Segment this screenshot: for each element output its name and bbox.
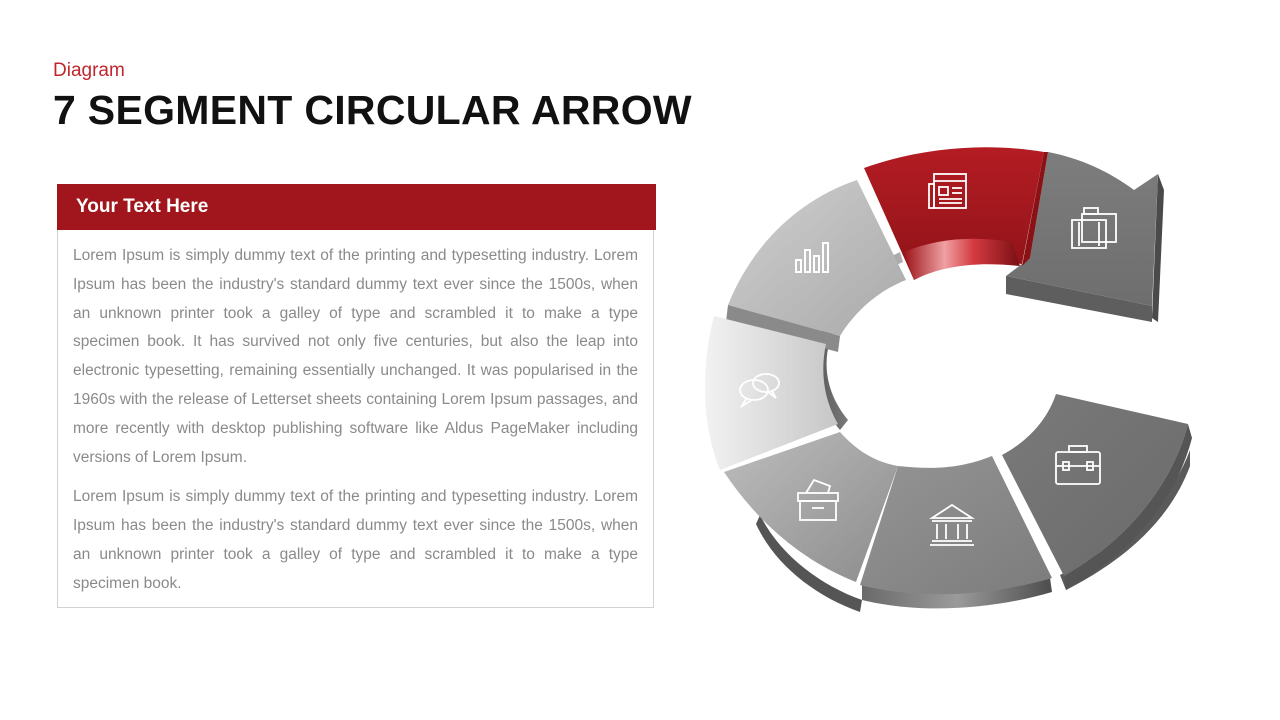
- segment-briefcase: [1002, 394, 1192, 590]
- bank-icon: [928, 503, 976, 546]
- ring-bottom-edge: [756, 515, 862, 612]
- panel-body: Lorem Ipsum is simply dummy text of the …: [73, 242, 638, 599]
- panel-paragraph: Lorem Ipsum is simply dummy text of the …: [73, 247, 638, 466]
- panel-paragraph: Lorem Ipsum is simply dummy text of the …: [73, 488, 638, 592]
- text-panel: Your Text Here Lorem Ipsum is simply dum…: [57, 184, 656, 608]
- slide-title: 7 SEGMENT CIRCULAR ARROW: [53, 87, 692, 133]
- chat-bubbles-icon: [739, 373, 780, 409]
- donation-box-icon: [797, 478, 839, 521]
- segment-donation-box: [724, 432, 898, 582]
- segment-luggage-arrowhead: [1006, 152, 1164, 322]
- circular-arrow-diagram: [704, 147, 1192, 612]
- luggage-icon: [1071, 207, 1117, 249]
- segment-newspaper: [864, 147, 1044, 280]
- panel-heading: Your Text Here: [57, 184, 656, 230]
- bar-chart-icon: [795, 242, 829, 273]
- segment-bar-chart: [726, 180, 906, 352]
- newspaper-icon: [928, 173, 967, 209]
- slide-subtitle: Diagram: [53, 60, 125, 81]
- briefcase-icon: [1055, 445, 1101, 485]
- segment-bank: [860, 456, 1052, 595]
- segment-chat-bubbles: [704, 316, 838, 470]
